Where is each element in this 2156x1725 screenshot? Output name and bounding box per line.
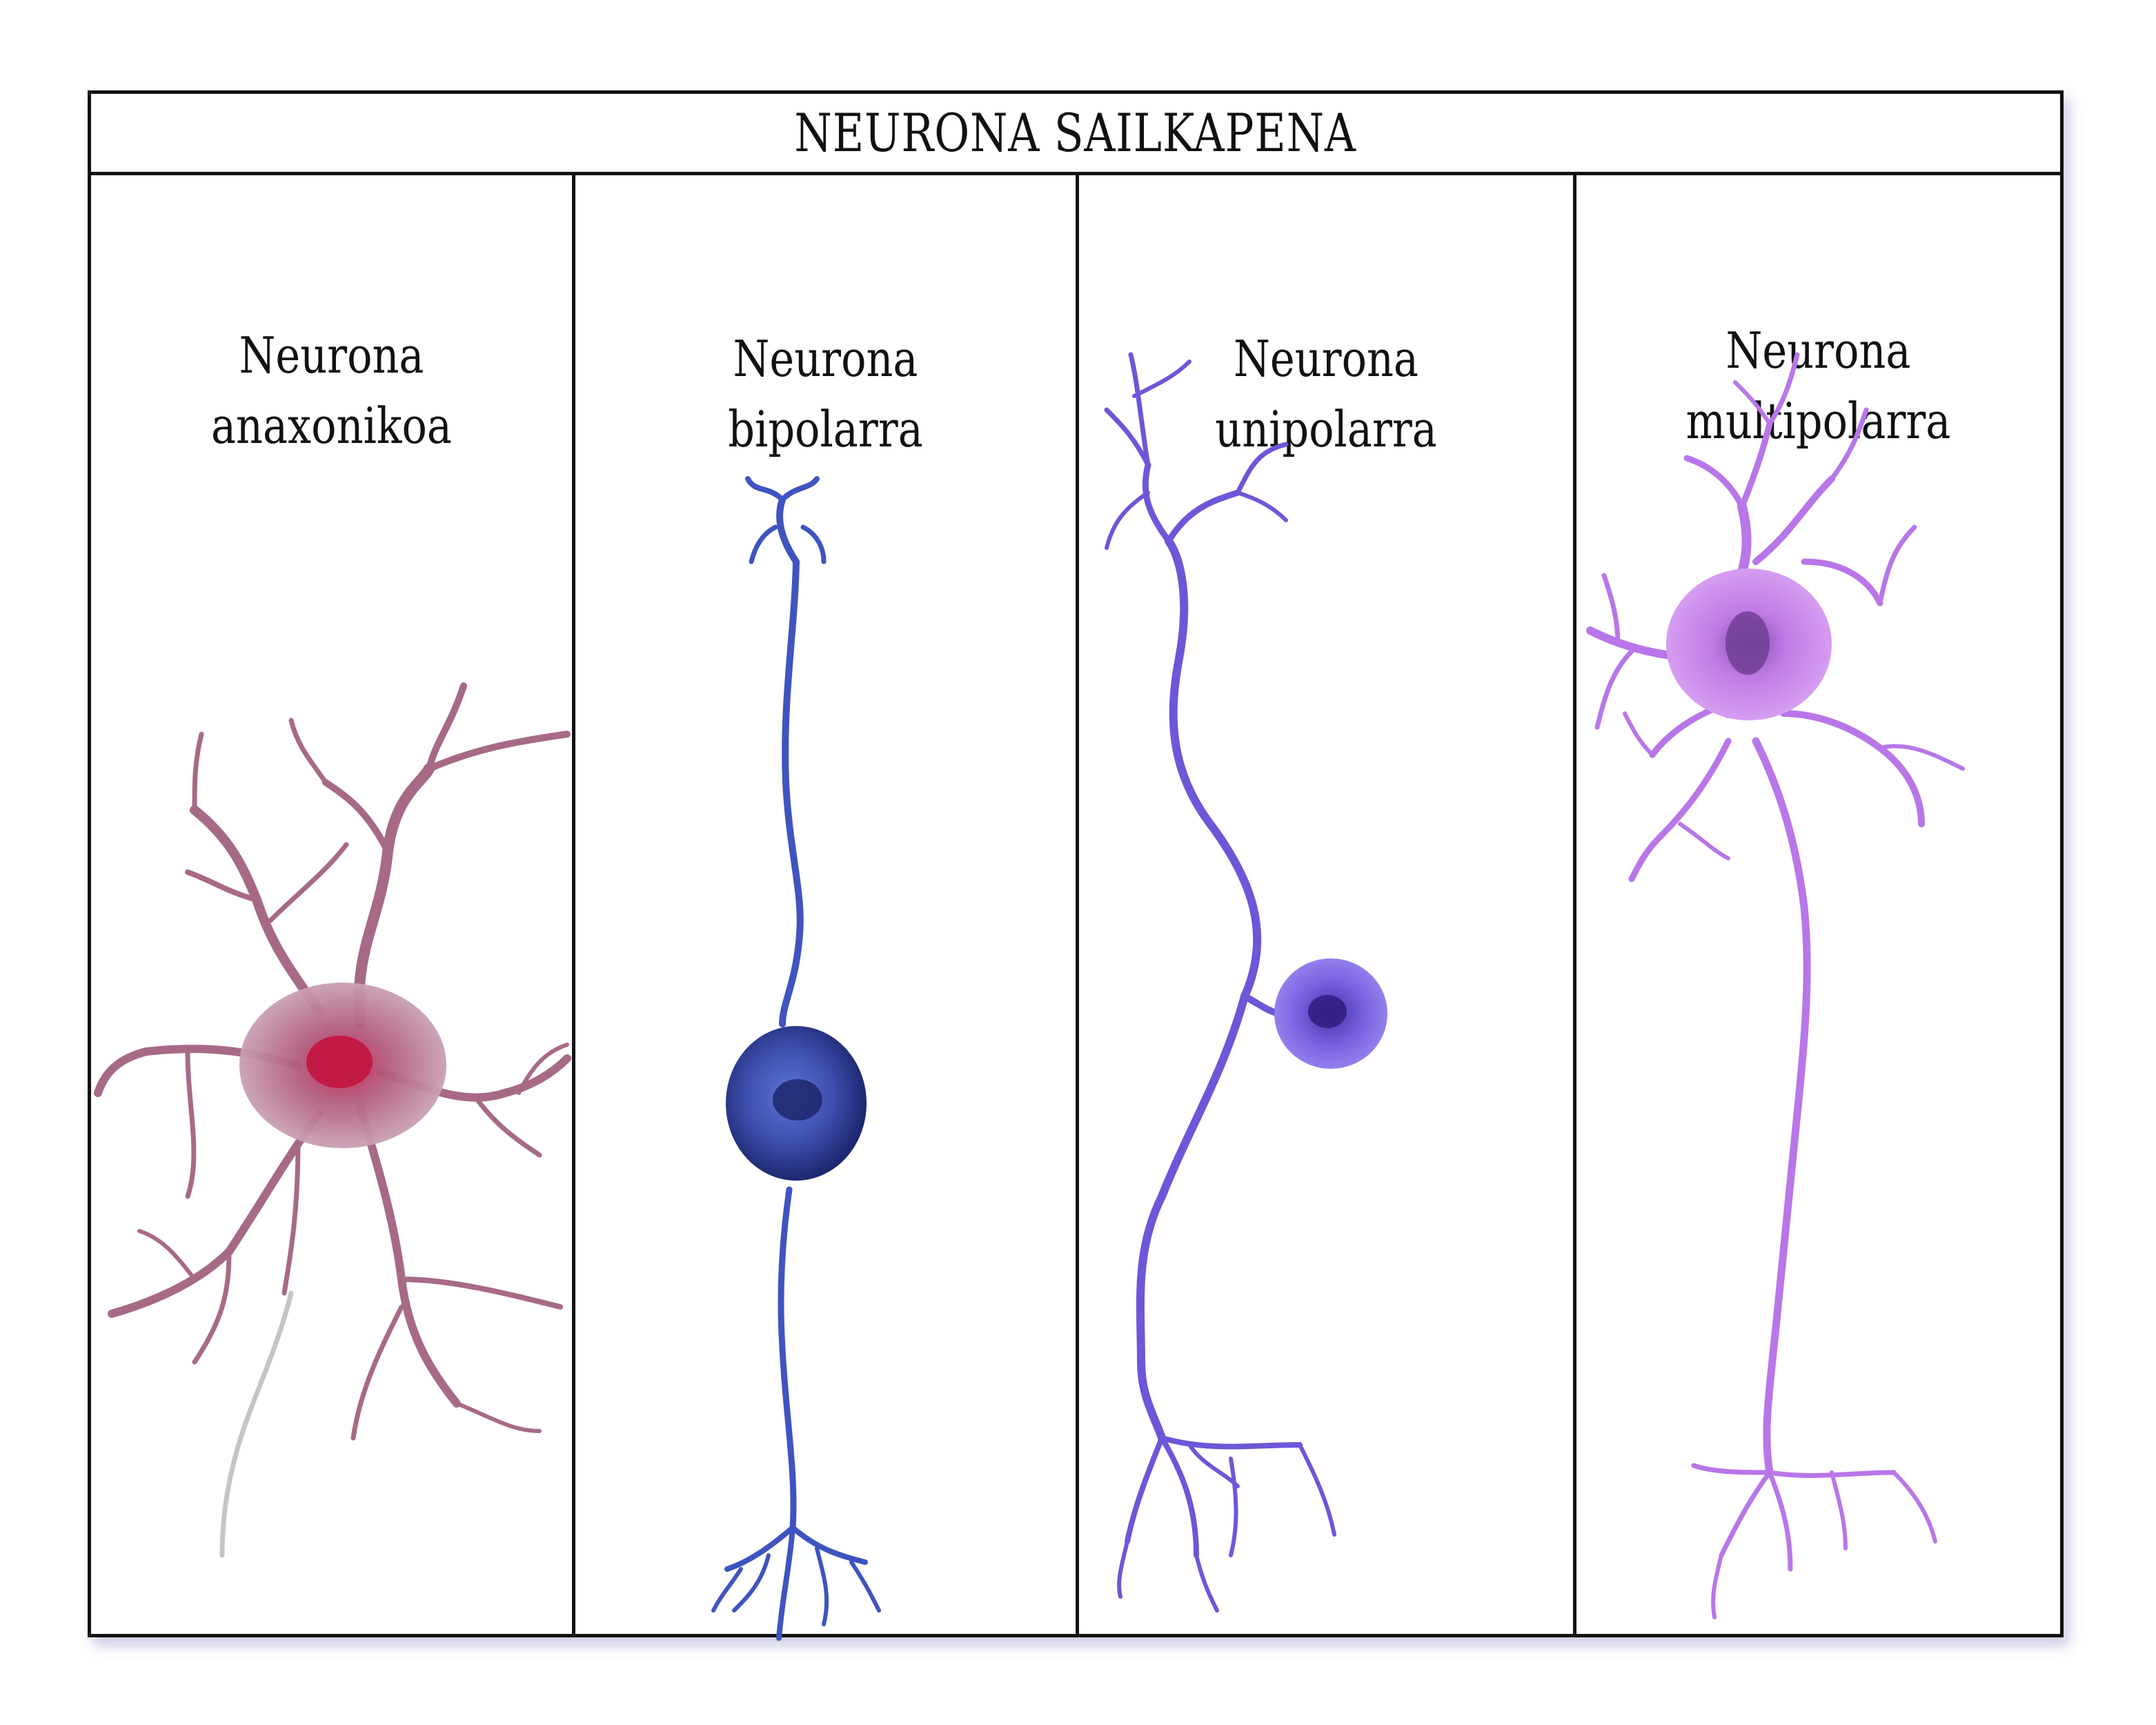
panel-caption: Neurona multipolarra	[1576, 315, 2060, 456]
bipolar-neuron-illustration	[711, 476, 881, 1641]
panel-unipolar: Neurona unipolarra	[1079, 175, 1573, 1634]
panel-bipolar: Neurona bipolarra	[575, 175, 1076, 1641]
caption-line-1: Neurona	[1233, 330, 1418, 388]
panel-caption: Neurona unipolarra	[1079, 324, 1573, 464]
column-divider	[1573, 175, 1576, 1634]
caption-line-2: anaxonikoa	[210, 397, 452, 455]
panel-multipolar: Neurona multipolarra	[1576, 175, 2060, 1634]
caption-line-2: bipolarra	[728, 400, 923, 458]
anaxonic-neuron-illustration	[94, 682, 571, 1558]
diagram-title: NEURONA SAILKAPENA	[794, 102, 1357, 164]
column-divider	[572, 175, 575, 1634]
caption-line-1: Neurona	[1725, 322, 1911, 379]
multipolar-neuron-illustration	[1586, 352, 1965, 1619]
caption-line-2: multipolarra	[1685, 392, 1951, 450]
panel-anaxonic: Neurona anaxonikoa	[91, 175, 572, 1634]
caption-line-2: unipolarra	[1215, 400, 1437, 458]
caption-line-1: Neurona	[733, 330, 918, 388]
panel-caption: Neurona anaxonikoa	[91, 320, 572, 461]
classification-table: NEURONA SAILKAPENA Neurona anaxonikoa	[88, 90, 2064, 1641]
unipolar-neuron-illustration	[1104, 352, 1387, 1613]
panel-caption: Neurona bipolarra	[575, 324, 1076, 464]
column-divider	[1076, 175, 1079, 1634]
title-bar: NEURONA SAILKAPENA	[91, 94, 2060, 175]
caption-line-1: Neurona	[239, 326, 424, 384]
